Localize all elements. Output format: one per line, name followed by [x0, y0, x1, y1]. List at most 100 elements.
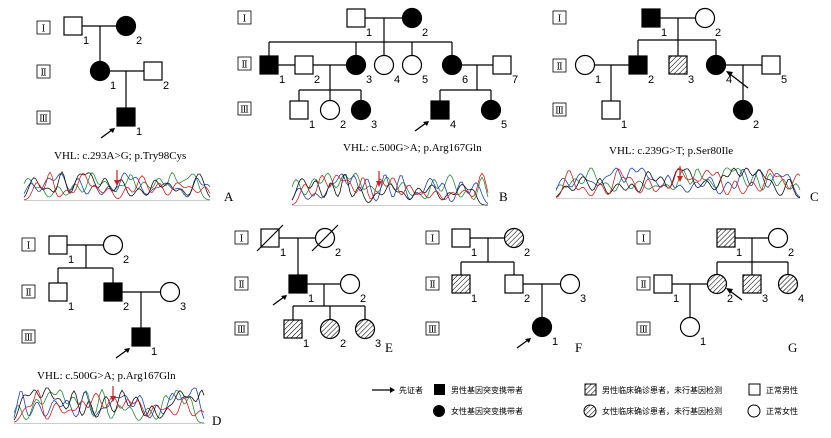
- generation-box: [425, 276, 440, 291]
- individual-number: 1: [736, 247, 742, 259]
- generation-label: Ⅰ: [558, 15, 562, 25]
- female-clinical-symbol: [354, 318, 376, 340]
- individual-number: 2: [136, 35, 142, 47]
- panel-label-g: G: [788, 340, 797, 355]
- individual-number: 1: [552, 336, 558, 348]
- generation-label: Ⅰ: [27, 242, 31, 252]
- generation-box: [36, 20, 51, 35]
- individual-number: 5: [501, 119, 507, 131]
- female-clinical-symbol: [503, 227, 525, 249]
- individual-number: 3: [375, 338, 381, 350]
- legend-normal-male-label: 正常男性: [766, 385, 798, 395]
- male-normal-symbol: [48, 282, 68, 302]
- generation-label: Ⅰ: [42, 25, 46, 35]
- individual-number: 6: [462, 74, 468, 86]
- female-normal-symbol: [401, 54, 423, 76]
- generation-box: [636, 276, 651, 291]
- chromatogram-trace: [13, 388, 205, 424]
- generation-box: [425, 230, 440, 245]
- male-carrier-symbol: [259, 55, 279, 75]
- male-clinical-symbol: [716, 228, 736, 248]
- individual-number: 3: [762, 293, 768, 305]
- female-normal-symbol: [339, 273, 361, 295]
- generation-box: [21, 284, 36, 299]
- male-normal-symbol: [492, 55, 512, 75]
- generation-box: [237, 56, 252, 71]
- individual-number: 3: [366, 74, 372, 86]
- proband-arrow: [115, 349, 128, 359]
- male-carrier-symbol: [103, 282, 123, 302]
- generation-label: Ⅲ: [639, 326, 648, 336]
- deceased-slash: [256, 224, 284, 252]
- generation-box: [234, 230, 249, 245]
- female-carrier-symbol: [345, 54, 367, 76]
- chromatogram-trace: [555, 167, 801, 198]
- panel-label-e: E: [385, 340, 393, 355]
- female-carrier-symbol: [480, 99, 502, 121]
- female-normal-symbol: [373, 54, 395, 76]
- proband-arrowhead: [109, 128, 115, 133]
- proband-arrow: [729, 73, 749, 89]
- chromatogram-trace: [13, 389, 205, 423]
- individual-number: 1: [68, 301, 74, 313]
- legend-male-carrier-label: 男性基因突变携带者: [451, 385, 523, 395]
- male-clinical-symbol: [742, 274, 762, 294]
- proband-arrowhead: [726, 288, 733, 294]
- legend-male-clinical-symbol: [584, 383, 597, 396]
- mutation-arrowhead: [114, 180, 120, 186]
- individual-number: 1: [595, 74, 601, 86]
- panel-label-a: A: [224, 189, 234, 204]
- generation-box: [636, 321, 651, 336]
- generation-box: [552, 10, 567, 25]
- generation-label: Ⅰ: [240, 235, 244, 245]
- individual-number: 2: [314, 74, 320, 86]
- female-normal-symbol: [679, 316, 701, 338]
- legend-female-carrier-label: 女性基因突变携带者: [451, 406, 523, 416]
- mutation-caption-c: VHL: c.239G>T; p.Ser80Ile: [609, 145, 733, 157]
- generation-label: Ⅰ: [431, 235, 435, 245]
- mutation-arrowhead: [677, 176, 683, 182]
- individual-number: 1: [303, 338, 309, 350]
- male-carrier-symbol: [116, 107, 136, 127]
- proband-arrowhead: [525, 338, 531, 343]
- male-normal-symbol: [601, 100, 621, 120]
- individual-number: 1: [151, 346, 157, 358]
- generation-box: [36, 64, 51, 79]
- female-normal-symbol: [159, 281, 181, 303]
- proband-arrow: [100, 129, 113, 139]
- mutation-caption-d: VHL: c.500G>A; p.Arg167Gln: [37, 370, 176, 382]
- legend-male-clinical-label: 男性临床确诊患者，未行基因检测: [602, 385, 722, 395]
- generation-label: Ⅲ: [24, 334, 33, 344]
- legend-proband-label: 先证者: [399, 385, 423, 395]
- female-normal-symbol: [574, 54, 596, 76]
- generation-box: [237, 10, 252, 25]
- individual-number: 1: [673, 293, 679, 305]
- female-carrier-symbol: [732, 99, 754, 121]
- generation-label: Ⅰ: [243, 15, 247, 25]
- female-normal-symbol: [767, 227, 789, 249]
- individual-number: 1: [471, 293, 477, 305]
- chromatogram-trace: [291, 172, 489, 206]
- legend-male-carrier-symbol: [434, 384, 445, 395]
- male-carrier-symbol: [628, 55, 648, 75]
- proband-arrow: [516, 339, 529, 349]
- individual-number: 2: [524, 247, 530, 259]
- female-clinical-symbol: [777, 273, 799, 295]
- male-normal-symbol: [761, 55, 781, 75]
- male-normal-symbol: [289, 100, 309, 120]
- male-clinical-symbol: [668, 55, 688, 75]
- generation-label: Ⅲ: [39, 115, 48, 125]
- chromatogram-trace: [555, 167, 801, 198]
- individual-number: 1: [366, 27, 372, 39]
- male-normal-symbol: [63, 16, 83, 36]
- male-carrier-symbol: [641, 8, 661, 28]
- generation-label: Ⅲ: [240, 106, 249, 116]
- generation-box: [636, 230, 651, 245]
- individual-number: 1: [279, 74, 285, 86]
- generation-box: [237, 101, 252, 116]
- mutation-arrowhead: [376, 181, 382, 187]
- chromatogram-trace: [291, 173, 489, 204]
- individual-number: 5: [781, 74, 787, 86]
- chromatogram-trace: [23, 172, 211, 198]
- generation-label: Ⅱ: [429, 281, 435, 291]
